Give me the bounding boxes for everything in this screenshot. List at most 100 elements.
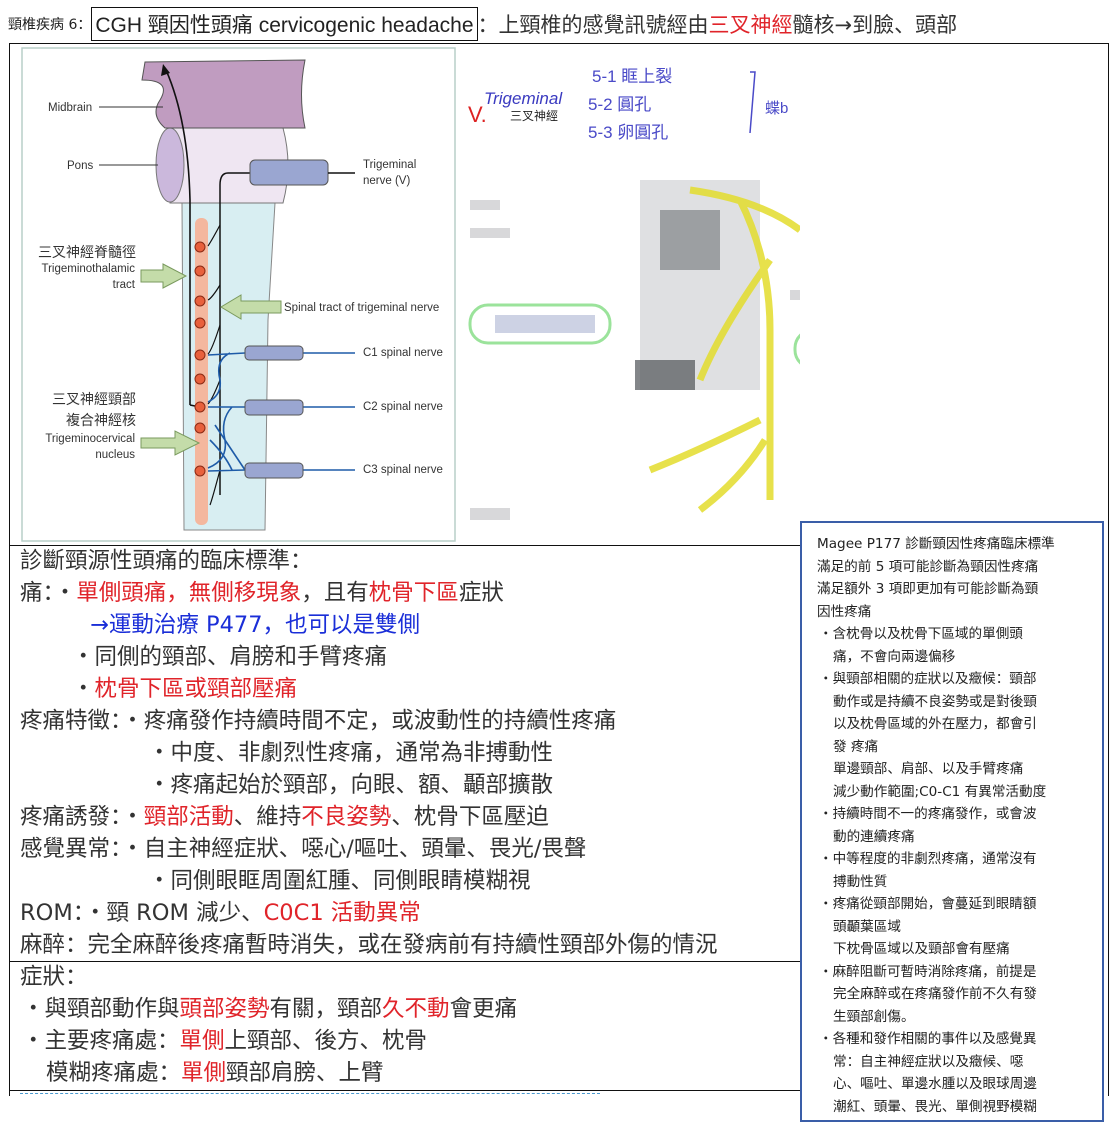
nucleus-dots <box>194 241 206 477</box>
text-segment: ・同側的頸部、肩膀和手臂疼痛 <box>72 644 388 670</box>
label-nucleus-en-2: nucleus <box>95 449 135 461</box>
criteria-line: →運動治療 P477，也可以是雙側 <box>90 609 420 641</box>
criteria-text: Magee P177 診斷頸因性疼痛臨床標準 <box>817 536 1055 552</box>
criteria-bullet: ・麻醉阻斷可暫時消除疼痛，前提是 <box>819 963 1037 980</box>
pons-end <box>155 127 185 203</box>
criteria-line: ・同側眼眶周圍紅腫、同側眼睛模糊視 <box>148 865 531 897</box>
text-segment: 、枕骨下區壓迫 <box>391 804 549 830</box>
criteria-text: 以及枕骨區域的外在壓力，都會引 <box>833 716 1037 732</box>
symptoms-line: 症狀： <box>20 961 88 993</box>
c3-nerve-root <box>244 462 304 479</box>
label-c3: C3 spinal nerve <box>363 464 443 476</box>
label-midbrain: Midbrain <box>48 102 92 114</box>
criteria-text: 減少動作範圍;C0-C1 有異常活動度 <box>833 783 1047 800</box>
text-segment: ・與頸部動作與 <box>22 996 180 1022</box>
content-frame <box>9 43 1109 1096</box>
highlight-text: 單側 <box>179 1028 225 1054</box>
cervical-nerve-branches <box>207 352 355 472</box>
sketch-branch-2: 5-2 圓孔 <box>588 95 651 114</box>
spinal-tract-line <box>219 172 250 495</box>
highlight-text: 不良姿勢 <box>301 804 392 830</box>
blurred-anatomy-image <box>468 180 800 520</box>
sketch-trigeminal-zh: 三叉神經 <box>510 109 558 123</box>
text-segment: 痛：・ <box>20 580 77 606</box>
nucleus-column <box>195 218 208 525</box>
criteria-line: ROM：・頸 ROM 減少、C0C1 活動異常 <box>20 897 421 929</box>
c1-nerve-root <box>244 345 304 361</box>
highlight-text: 枕骨下區或頸部壓痛 <box>94 676 298 702</box>
divider <box>9 961 800 962</box>
header-subtitle: ：上頸椎的感覺訊號經由三叉神經髓核→到臉、頭部 <box>478 9 958 39</box>
highlight-text: 單側頭痛，無側移現象 <box>76 580 302 606</box>
criteria-line: ・枕骨下區或頸部壓痛 <box>72 673 297 705</box>
header-text: ：上頸椎的感覺訊號經由 <box>477 13 709 37</box>
criteria-line: ・疼痛起始於頸部，向眼、額、顳部擴散 <box>148 769 553 801</box>
arrow-head-icon <box>161 64 170 76</box>
label-c1: C1 spinal nerve <box>363 347 443 359</box>
criteria-text: 潮紅、頭暈、畏光、單側視野模糊 <box>833 1098 1037 1115</box>
criteria-bullet: ・中等程度的非劇烈疼痛，通常沒有 <box>819 851 1037 867</box>
symptoms-line: 模糊疼痛處：單側頸部肩膀、上臂 <box>46 1057 384 1089</box>
criteria-line: 感覺異常：・自主神經症狀、噁心/嘔吐、頭暈、畏光/畏聲 <box>20 833 586 865</box>
text-segment: ・ <box>72 676 95 702</box>
nucleus-arrow-icon <box>140 430 201 456</box>
symptoms-line: ・主要疼痛處：單側上頸部、後方、枕骨 <box>22 1025 427 1057</box>
label-trigeminal-2: nerve (V) <box>363 175 410 187</box>
criteria-text: 搏動性質 <box>833 873 888 890</box>
text-segment: 診斷頸源性頭痛的臨床標準： <box>20 548 313 574</box>
highlight-text: C0C1 活動異常 <box>263 900 421 926</box>
sketch-v: V. <box>468 102 487 127</box>
criteria-text: 完全麻醉或在疼痛發作前不久有發 <box>833 986 1037 1002</box>
criteria-line: ・同側的頸部、肩膀和手臂疼痛 <box>72 641 387 673</box>
trigeminocervical-diagram: Midbrain Pons Trigeminal nerve (V) 三叉神經脊… <box>21 47 800 542</box>
text-segment: ・主要疼痛處： <box>22 1028 180 1054</box>
criteria-line: 麻醉：完全麻醉後疼痛暫時消失，或在發病前有持續性頸部外傷的情況 <box>20 929 718 961</box>
text-segment: 症狀 <box>458 580 504 606</box>
label-tract-zh: 三叉神經脊髓徑 <box>38 244 136 260</box>
criteria-text: 動作或是持續不良姿勢或是對後頸 <box>833 693 1037 710</box>
criteria-text: 生頸部創傷。 <box>833 1008 915 1025</box>
text-segment: 頸部肩膀、上臂 <box>226 1060 384 1086</box>
text-segment: ・同側眼眶周圍紅腫、同側眼睛模糊視 <box>148 868 531 894</box>
c2-nerve-root <box>244 399 304 416</box>
criteria-text: 動的連續疼痛 <box>833 828 915 845</box>
trigeminal-sketch: V. Trigeminal 三叉神經 5-1 眶上裂 5-2 圓孔 5-3 卵圓… <box>468 67 788 142</box>
text-segment: 會更痛 <box>449 996 518 1022</box>
sketch-trigeminal: Trigeminal <box>484 89 563 108</box>
criteria-text: 因性疼痛 <box>817 603 872 620</box>
criteria-bullet: ・疼痛從頸部開始，會蔓延到眼睛額 <box>819 896 1037 912</box>
criteria-text: 下枕骨區域以及頸部會有壓痛 <box>833 941 1010 957</box>
criteria-line: 診斷頸源性頭痛的臨床標準： <box>20 545 313 577</box>
highlight-text: 單側 <box>181 1060 227 1086</box>
tract-arrow-icon <box>140 263 188 289</box>
label-nucleus-zh-2: 複合神經核 <box>66 412 136 428</box>
criteria-text: 頭顳葉區域 <box>833 918 901 935</box>
text-segment: 感覺異常：・自主神經症狀、噁心/嘔吐、頭暈、畏光/畏聲 <box>20 836 587 862</box>
text-segment: 疼痛誘發：・ <box>20 804 144 830</box>
label-tract-en-2: tract <box>113 279 136 291</box>
spinal-tract-arrow-icon <box>220 294 282 320</box>
label-c2: C2 spinal nerve <box>363 401 443 413</box>
criteria-bullet: ・各種和發作相關的事件以及感覺異 <box>819 1031 1037 1047</box>
header-prefix: 頸椎疾病 6： <box>8 17 92 33</box>
criteria-text: 單邊頸部、肩部、以及手臂疼痛 <box>833 761 1024 777</box>
criteria-text: 發 疼痛 <box>833 738 879 755</box>
highlight-text: 枕骨下區 <box>368 580 459 606</box>
text-segment: ・疼痛起始於頸部，向眼、額、顳部擴散 <box>148 772 554 798</box>
header: 頸椎疾病 6： CGH 頸因性頭痛 cervicogenic headache … <box>8 6 957 42</box>
criteria-line: ・中度、非劇烈性疼痛，通常為非搏動性 <box>148 737 553 769</box>
criteria-bullet: ・含枕骨以及枕骨下區域的單側頭 <box>819 626 1023 642</box>
trigeminal-nerve-root <box>249 159 329 186</box>
divider <box>9 1090 800 1091</box>
magee-criteria-box: Magee P177 診斷頸因性疼痛臨床標準滿足的前 5 項可能診斷為頸因性疼痛… <box>800 521 1104 1122</box>
text-segment: 模糊疼痛處： <box>46 1060 182 1086</box>
criteria-text: 滿足的前 5 項可能診斷為頸因性疼痛 <box>817 558 1039 575</box>
label-pons: Pons <box>67 160 93 172</box>
criteria-text: 常：自主神經症狀以及癥候、噁 <box>833 1053 1024 1070</box>
text-segment: 上頸部、後方、枕骨 <box>224 1028 428 1054</box>
header-text: 髓核→到臉、頭部 <box>792 13 958 37</box>
divider <box>9 545 800 546</box>
criteria-line: 疼痛特徵：・疼痛發作持續時間不定，或波動性的持續性疼痛 <box>20 705 616 737</box>
criteria-bullet: ・持續時間不一的疼痛發作，或會波 <box>819 806 1037 822</box>
